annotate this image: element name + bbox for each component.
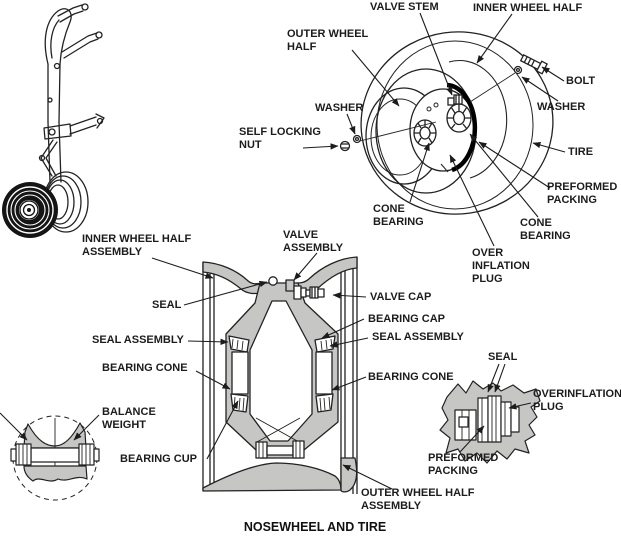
leader-washer-right	[521, 76, 559, 102]
label-bearing-cup: BEARING CUP	[120, 453, 198, 465]
leader-washer-left	[346, 113, 356, 135]
label-self-locking-nut: SELF LOCKING NUT	[239, 126, 321, 152]
overinflation-plug-inset	[439, 380, 541, 464]
leader-bolt	[541, 66, 565, 82]
label-balance-weight: BALANCE WEIGHT	[102, 406, 156, 432]
self-locking-nut-part	[339, 140, 351, 152]
label-preformed-packing-bottom: PREFORMED PACKING	[428, 452, 499, 478]
label-valve-stem: VALVE STEM	[370, 1, 439, 13]
leader-seal-assembly-right	[329, 337, 369, 348]
label-valve-cap: VALVE CAP	[370, 291, 432, 303]
leader-overinflation-plug	[508, 402, 532, 410]
washer-right-part	[513, 65, 523, 75]
exploded-wheel-drawing	[339, 31, 554, 215]
leader-bearing-cap	[321, 318, 365, 339]
leader-inner-wheel-half	[476, 13, 513, 64]
balance-weight-part	[10, 443, 100, 466]
leader-valve-stem	[419, 12, 453, 96]
valve-assembly-part	[285, 279, 325, 300]
label-seal-assembly-left: SEAL ASSEMBLY	[92, 334, 184, 346]
leader-balance-weight-a	[0, 412, 28, 441]
leader-outer-wheel-half	[351, 49, 400, 107]
label-seal-inset: SEAL	[488, 351, 518, 363]
right-bearing-assembly	[314, 335, 336, 413]
balance-weight-inset	[10, 415, 100, 501]
leader-inner-wheel-half-assembly	[151, 257, 214, 279]
tie-bolt-part	[255, 440, 305, 459]
cross-section-drawing	[202, 256, 358, 494]
preformed-packing-part	[454, 409, 477, 441]
label-inner-wheel-half-assembly: INNER WHEEL HALF ASSEMBLY	[82, 233, 192, 259]
leader-outer-wheel-half-assembly	[342, 464, 393, 490]
leader-balance-weight-b	[73, 414, 100, 441]
washer-left-part	[352, 134, 362, 144]
label-cone-bearing-left: CONE BEARING	[373, 203, 424, 229]
leader-preformed-packing-bottom	[459, 425, 485, 453]
label-over-inflation-plug: OVER INFLATION PLUG	[472, 247, 530, 286]
left-bearing-assembly	[228, 335, 250, 413]
label-cone-bearing-right: CONE BEARING	[520, 217, 571, 243]
leader-lines	[0, 12, 566, 490]
leader-bearing-cone-left	[195, 370, 231, 390]
leader-cone-bearing-left	[409, 142, 430, 203]
leader-over-inflation-plug	[449, 154, 495, 247]
label-outer-wheel-half-assembly: OUTER WHEEL HALF ASSEMBLY	[361, 487, 475, 513]
figure-caption: NOSEWHEEL AND TIRE	[243, 520, 387, 534]
label-overinflation-plug: OVERINFLATION PLUG	[533, 388, 621, 414]
label-washer-left: WASHER	[315, 102, 364, 114]
overinflation-plug-part	[477, 395, 520, 443]
label-preformed-packing-top: PREFORMED PACKING	[547, 181, 618, 207]
leader-seal-assembly-left	[187, 338, 229, 346]
leader-valve-cap	[332, 292, 367, 299]
label-bearing-cone-right: BEARING CONE	[368, 371, 454, 383]
packing-ring	[446, 82, 478, 173]
valve-stem-part	[447, 94, 463, 106]
label-seal-assembly-right: SEAL ASSEMBLY	[372, 331, 464, 343]
leader-seal-top	[183, 280, 268, 306]
label-valve-assembly: VALVE ASSEMBLY	[283, 229, 344, 255]
cone-bearing-left-part	[413, 119, 437, 147]
label-outer-wheel-half: OUTER WHEEL HALF	[287, 28, 369, 54]
label-washer-right: WASHER	[537, 101, 586, 113]
label-bearing-cap: BEARING CAP	[368, 313, 446, 325]
label-bolt: BOLT	[566, 75, 596, 87]
bolt-part	[519, 54, 548, 75]
label-seal-top: SEAL	[152, 299, 182, 311]
label-inner-wheel-half: INNER WHEEL HALF	[473, 2, 583, 14]
cone-bearing-right-part	[446, 103, 472, 133]
leader-seal-inset-b	[494, 363, 506, 393]
leader-tire	[532, 141, 566, 153]
leader-bearing-cone-right	[331, 376, 367, 391]
leader-self-locking-nut	[302, 143, 339, 150]
seal-part	[268, 276, 278, 286]
leader-bearing-cup	[206, 400, 239, 460]
label-bearing-cone-left: BEARING CONE	[102, 362, 188, 374]
label-tire: TIRE	[568, 146, 594, 158]
landing-gear-drawing	[2, 3, 105, 238]
leader-valve-assembly	[293, 252, 318, 281]
leader-cone-bearing-right	[469, 133, 539, 218]
leader-preformed-packing-top	[478, 141, 551, 189]
leader-seal-inset-a	[487, 363, 500, 393]
